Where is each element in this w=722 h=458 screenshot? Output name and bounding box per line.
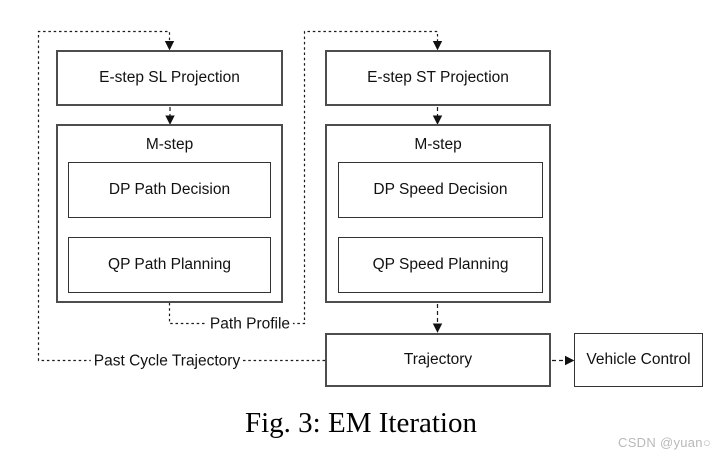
- dp-speed-decision-label: DP Speed Decision: [373, 181, 508, 199]
- trajectory-box: Trajectory: [325, 333, 551, 387]
- qp-speed-planning-label: QP Speed Planning: [372, 256, 509, 274]
- qp-speed-planning-box: QP Speed Planning: [338, 237, 543, 293]
- m-step-speed-label: M-step: [414, 136, 462, 153]
- dp-path-decision-box: DP Path Decision: [68, 162, 271, 218]
- m-step-path-label: M-step: [145, 136, 194, 153]
- dp-path-decision-label: DP Path Decision: [108, 181, 231, 199]
- vehicle-control-box: Vehicle Control: [574, 333, 703, 387]
- e-step-st-projection-label: E-step ST Projection: [367, 69, 509, 87]
- path-profile-connector: [168, 30, 443, 325]
- e-step-sl-projection-label: E-step SL Projection: [99, 69, 240, 87]
- e-step-st-projection-box: E-step ST Projection: [325, 50, 551, 106]
- trajectory-label: Trajectory: [403, 351, 473, 369]
- figure-caption: Fig. 3: EM Iteration: [245, 407, 477, 439]
- watermark: CSDN @yuan○: [618, 435, 711, 450]
- vehicle-control-label: Vehicle Control: [586, 351, 691, 369]
- qp-path-planning-label: QP Path Planning: [108, 256, 231, 274]
- past-cycle-trajectory-label: Past Cycle Trajectory: [90, 352, 244, 370]
- e-step-sl-projection-box: E-step SL Projection: [56, 50, 283, 106]
- dp-speed-decision-box: DP Speed Decision: [338, 162, 543, 218]
- path-profile-label: Path Profile: [206, 315, 294, 333]
- qp-path-planning-box: QP Path Planning: [68, 237, 271, 293]
